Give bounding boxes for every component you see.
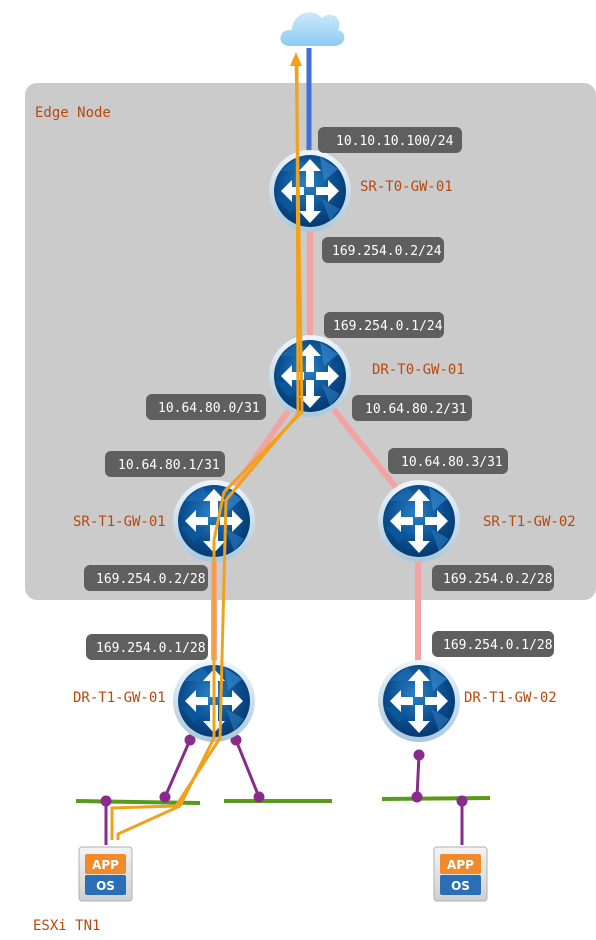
svg-text:APP: APP — [447, 858, 474, 872]
segment-ports — [100, 734, 468, 845]
svg-text:169.254.0.1/28: 169.254.0.1/28 — [96, 641, 206, 656]
ip-label-sr-t1-01-up: 10.64.80.1/31 — [105, 451, 225, 477]
router-name-dr-t1-01: DR-T1-GW-01 — [73, 690, 166, 706]
svg-text:169.254.0.1/28: 169.254.0.1/28 — [443, 638, 553, 653]
svg-text:OS: OS — [96, 879, 115, 893]
svg-text:10.64.80.3/31: 10.64.80.3/31 — [401, 455, 503, 470]
cloud-icon — [280, 12, 345, 46]
ip-label-uplink: 10.10.10.100/24 — [318, 127, 462, 153]
vm-icon-2: APP OS — [433, 846, 488, 902]
edge-node-title: Edge Node — [35, 105, 111, 121]
svg-text:10.64.80.1/31: 10.64.80.1/31 — [118, 458, 220, 473]
router-icon-sr-t1-02 — [378, 480, 460, 562]
svg-text:169.254.0.2/24: 169.254.0.2/24 — [332, 244, 442, 259]
svg-text:10.10.10.100/24: 10.10.10.100/24 — [336, 134, 454, 149]
logical-segments — [75, 796, 491, 805]
ip-label-dr-t0-up: 169.254.0.1/24 — [324, 312, 444, 338]
svg-text:10.64.80.0/31: 10.64.80.0/31 — [158, 401, 260, 416]
vm-icon-1: APP OS — [78, 846, 133, 902]
path-arrow — [290, 52, 302, 66]
svg-text:169.254.0.1/24: 169.254.0.1/24 — [333, 319, 443, 334]
ip-label-dr-t0-right: 10.64.80.2/31 — [352, 395, 472, 421]
router-icon-sr-t0 — [269, 150, 351, 232]
router-name-sr-t1-02: SR-T1-GW-02 — [483, 514, 576, 530]
svg-text:169.254.0.2/28: 169.254.0.2/28 — [443, 572, 553, 587]
svg-text:APP: APP — [92, 858, 119, 872]
segment-3 — [381, 796, 491, 801]
router-icon-dr-t1-02 — [378, 660, 460, 742]
ip-label-dr-t1-02-up: 169.254.0.1/28 — [432, 631, 554, 657]
ip-label-sr-t1-02-up: 10.64.80.3/31 — [388, 448, 508, 474]
router-name-dr-t0: DR-T0-GW-01 — [372, 362, 465, 378]
ip-label-dr-t1-01-up: 169.254.0.1/28 — [86, 634, 208, 660]
ip-label-sr-t1-01-down: 169.254.0.2/28 — [84, 565, 208, 591]
host-label: ESXi TN1 — [33, 918, 100, 934]
router-icon-dr-t0 — [269, 335, 351, 417]
ip-label-dr-t0-left: 10.64.80.0/31 — [146, 394, 266, 420]
ip-label-sr-t1-02-down: 169.254.0.2/28 — [432, 565, 554, 591]
router-name-sr-t0: SR-T0-GW-01 — [360, 179, 453, 195]
router-name-dr-t1-02: DR-T1-GW-02 — [464, 690, 557, 706]
ip-label-sr-t0-down: 169.254.0.2/24 — [322, 237, 444, 263]
traffic-path-return — [110, 59, 300, 840]
svg-text:169.254.0.2/28: 169.254.0.2/28 — [96, 572, 206, 587]
svg-text:10.64.80.2/31: 10.64.80.2/31 — [365, 402, 467, 417]
router-name-sr-t1-01: SR-T1-GW-01 — [73, 514, 166, 530]
svg-text:OS: OS — [451, 879, 470, 893]
